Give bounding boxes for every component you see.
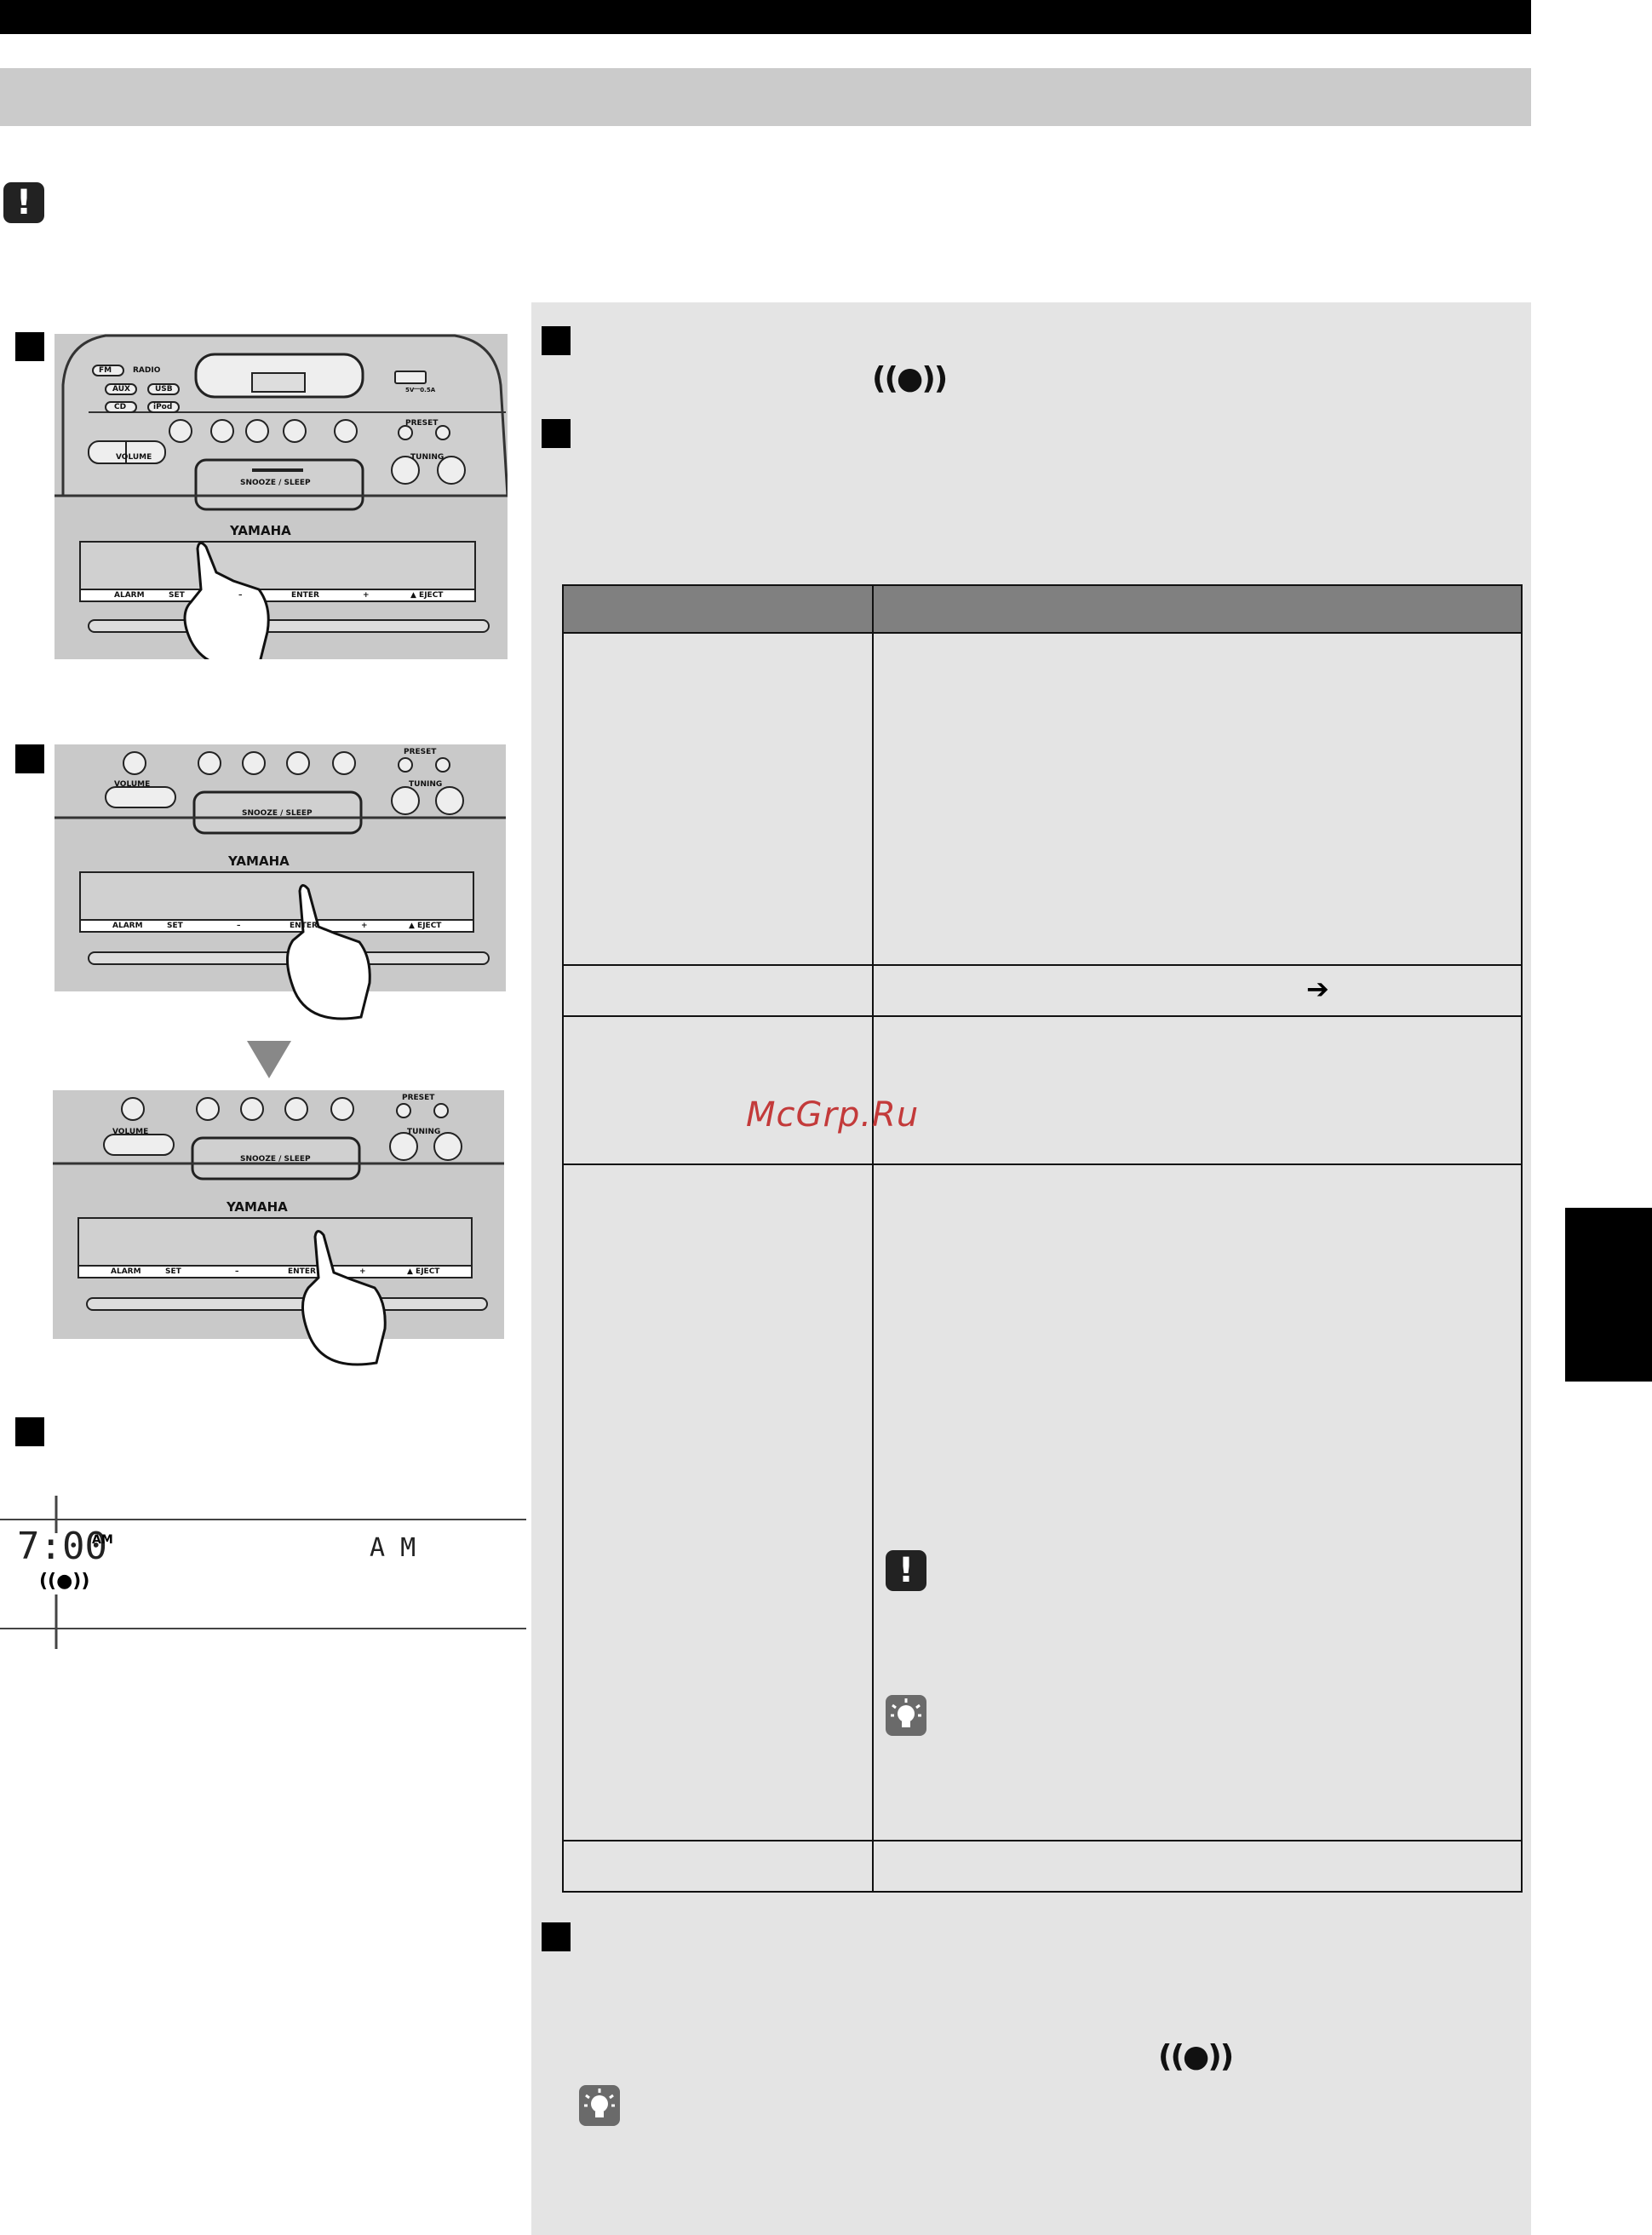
set-button: SET [165, 1267, 181, 1276]
am-segment: A M [370, 1533, 416, 1563]
eject-button: ▲ EJECT [409, 922, 442, 930]
table-cell [872, 1840, 1523, 1893]
device-illustration-3: YAMAHA SNOOZE / SLEEP ALARM SET – ENTER … [53, 1090, 504, 1405]
exclamation-icon: ! [886, 1550, 926, 1591]
step-marker-1 [15, 332, 44, 361]
table-cell [562, 1840, 874, 1893]
tuning-label: TUNING [407, 1128, 441, 1136]
ipod-button: iPod [153, 403, 173, 411]
preset-label: PRESET [402, 1094, 435, 1102]
tuning-label: TUNING [410, 453, 445, 462]
watermark: McGrp.Ru [746, 1095, 920, 1135]
minus-button: – [235, 1267, 239, 1276]
settings-table: ➔ ! [562, 584, 1523, 1893]
step-marker-right-2 [542, 419, 571, 448]
down-arrow-icon [244, 1037, 295, 1086]
step-marker-right-3 [542, 1922, 571, 1951]
enter-button: ENTER [291, 591, 319, 600]
alarm-button: ALARM [112, 922, 143, 930]
table-cell [872, 1015, 1523, 1165]
step-marker-right-1 [542, 326, 571, 355]
table-cell [562, 1015, 874, 1165]
lightbulb-icon [579, 2085, 620, 2126]
device-illustration-1: YAMAHA SNOOZE / SLEEP ALARM SET – ENTER … [54, 334, 509, 669]
table-cell [872, 632, 1523, 966]
table-cell [562, 964, 874, 1017]
clock-time: 7:00 [17, 1525, 107, 1568]
snooze-label: SNOOZE / SLEEP [240, 1155, 311, 1163]
table-row [562, 632, 1523, 966]
alarm-button: ALARM [114, 591, 145, 600]
section-side-tab [1565, 1208, 1652, 1382]
table-header-row [562, 584, 1523, 634]
table-cell: ➔ [872, 964, 1523, 1017]
top-header-bar [0, 0, 1531, 34]
exclamation-icon: ! [3, 182, 44, 223]
radio-label: RADIO [133, 366, 161, 375]
alarm-button: ALARM [111, 1267, 141, 1276]
alarm-symbol: ((●)) [872, 361, 948, 396]
table-header-cell [562, 584, 874, 634]
minus-button: – [237, 922, 241, 930]
arrow-icon: ➔ [1306, 973, 1329, 1005]
brand-logo: YAMAHA [227, 1199, 288, 1215]
table-row [562, 1015, 1523, 1165]
usb-port-label: 5V⎻0.5A [405, 387, 436, 394]
minus-button: – [238, 591, 243, 600]
preset-label: PRESET [404, 748, 437, 756]
eject-button: ▲ EJECT [407, 1267, 440, 1276]
aux-button: AUX [112, 385, 130, 394]
cd-button: CD [114, 403, 127, 411]
table-cell [562, 632, 874, 966]
step-marker-2 [15, 744, 44, 773]
section-title-bar [0, 68, 1531, 126]
plus-button: + [359, 1267, 366, 1276]
clock-display-illustration: 7:00 AM ((●)) A M [0, 1496, 526, 1649]
eject-button: ▲ EJECT [410, 591, 444, 600]
brand-logo: YAMAHA [228, 853, 290, 869]
volume-label: VOLUME [114, 780, 151, 789]
plus-button: + [361, 922, 368, 930]
table-row [562, 1840, 1523, 1893]
table-row: ! [562, 1163, 1523, 1841]
preset-label: PRESET [405, 419, 439, 428]
device-illustration-2: YAMAHA SNOOZE / SLEEP ALARM SET – ENTER … [54, 744, 506, 1061]
table-cell [562, 1163, 874, 1841]
table-cell: ! [872, 1163, 1523, 1841]
usb-button: USB [155, 385, 173, 394]
plus-button: + [363, 591, 370, 600]
brand-logo: YAMAHA [230, 523, 291, 538]
clock-ampm: AM [92, 1533, 113, 1547]
set-button: SET [169, 591, 185, 600]
table-header-cell [872, 584, 1523, 634]
volume-label: VOLUME [112, 1128, 149, 1136]
fm-button: FM [99, 366, 112, 375]
volume-label: VOLUME [116, 453, 152, 462]
enter-button: ENTER [290, 922, 318, 930]
set-button: SET [167, 922, 183, 930]
lightbulb-icon [886, 1695, 926, 1736]
alarm-indicator: ((●)) [39, 1571, 90, 1592]
enter-button: ENTER [288, 1267, 316, 1276]
snooze-label: SNOOZE / SLEEP [242, 809, 313, 818]
table-row: ➔ [562, 964, 1523, 1017]
snooze-label: SNOOZE / SLEEP [240, 479, 311, 487]
alarm-symbol-bottom: ((●)) [1158, 2039, 1234, 2074]
step-marker-3 [15, 1417, 44, 1446]
tuning-label: TUNING [409, 780, 443, 789]
